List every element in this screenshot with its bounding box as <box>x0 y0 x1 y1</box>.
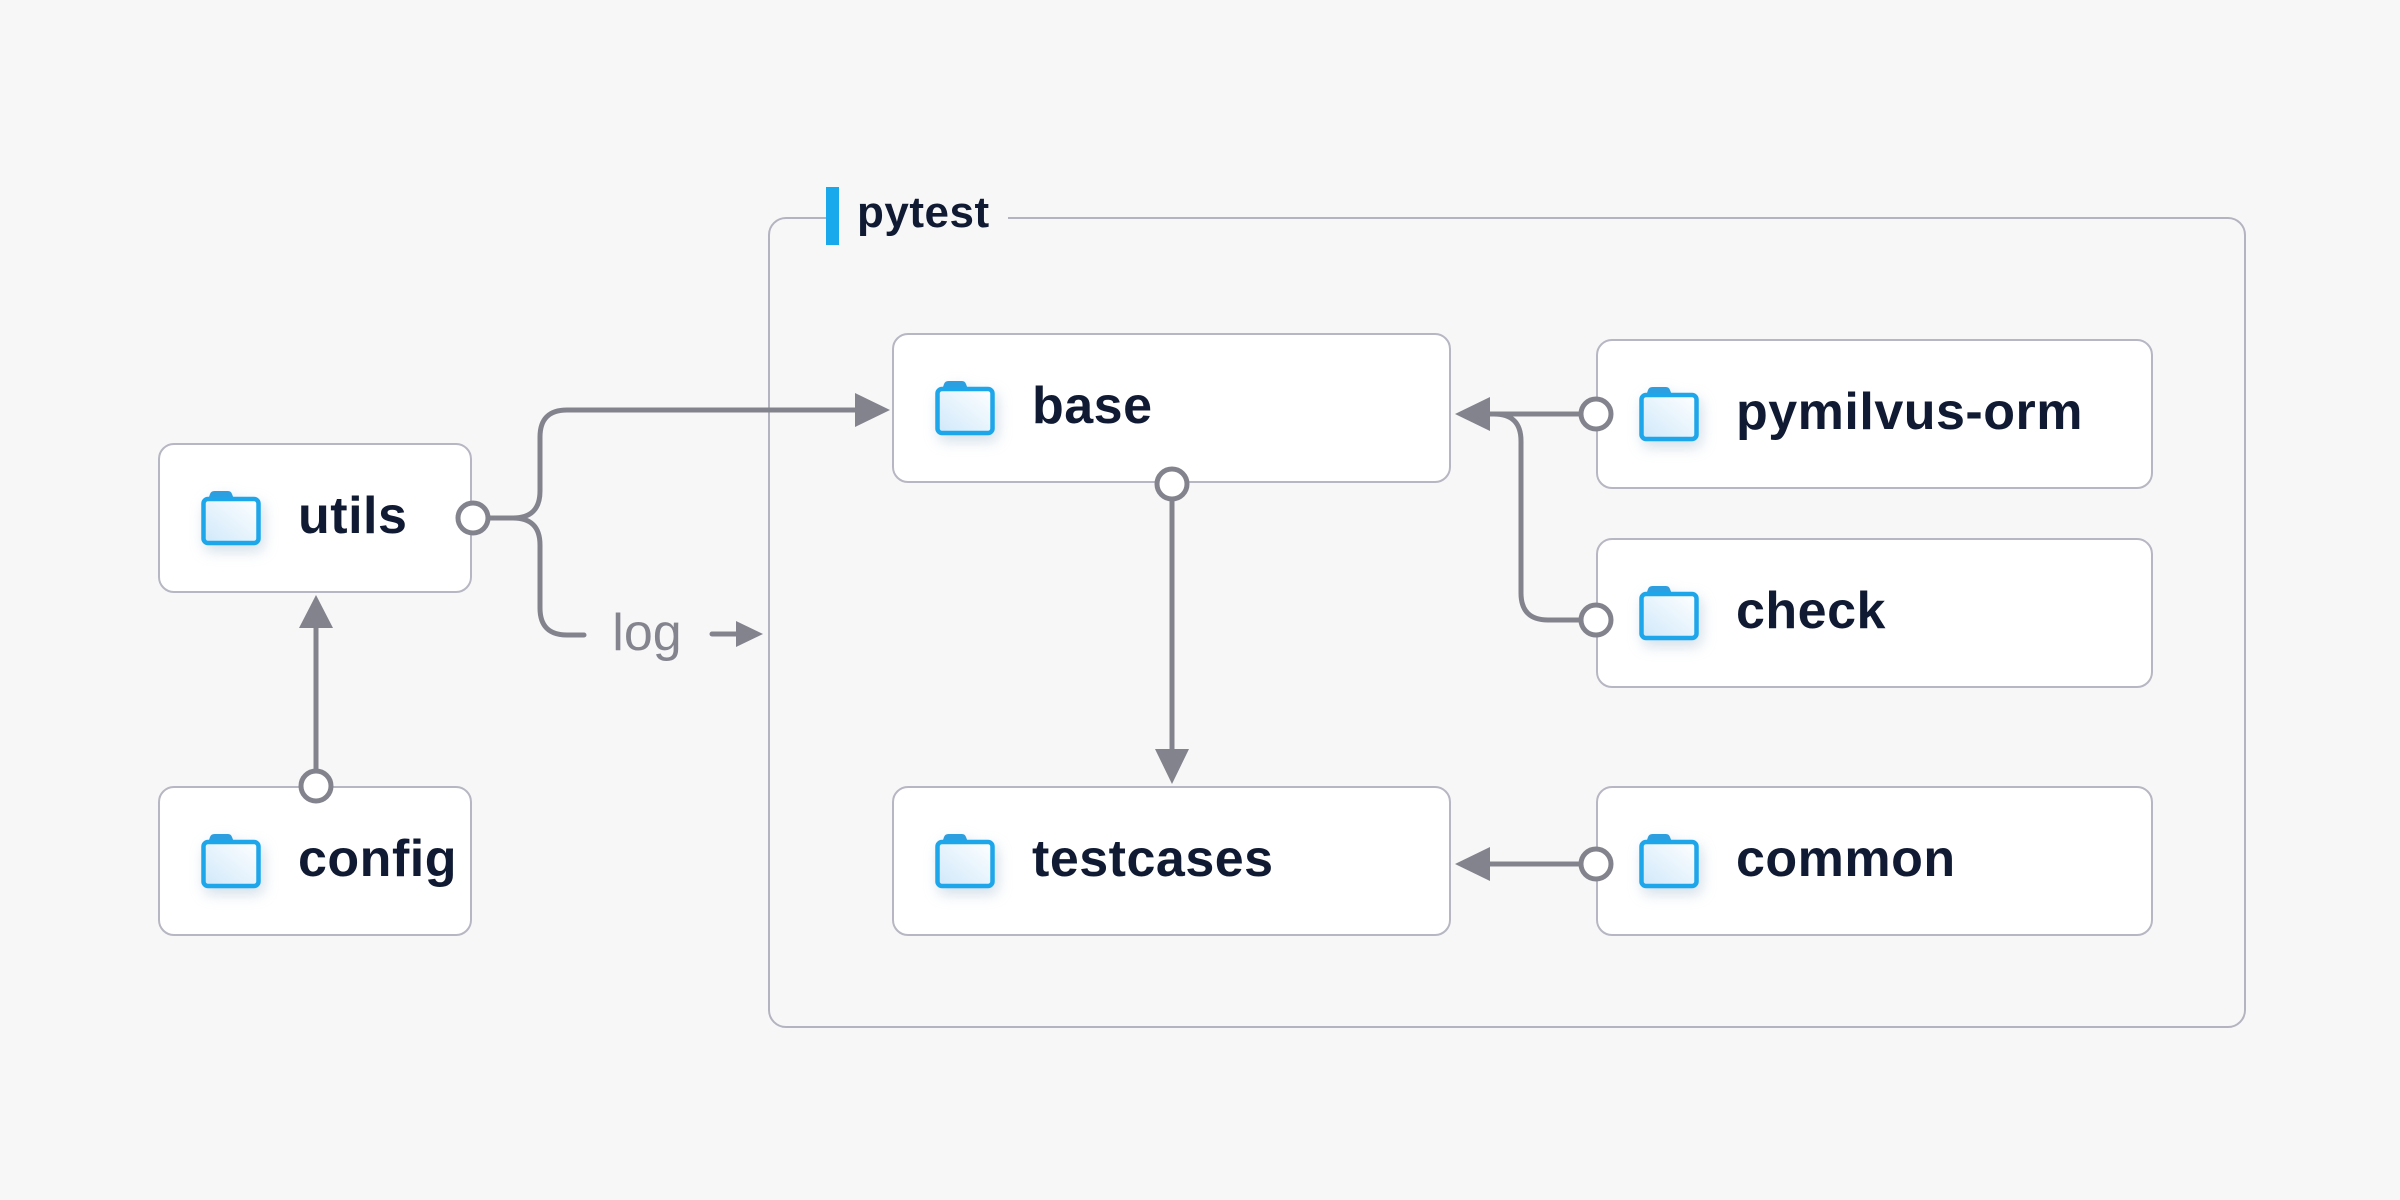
folder-icon <box>935 381 995 436</box>
node-utils: utils <box>158 443 472 593</box>
arrowhead-log <box>736 621 763 647</box>
folder-icon <box>1639 586 1699 641</box>
node-label: check <box>1736 582 1886 640</box>
node-label: base <box>1032 377 1153 435</box>
folder-icon <box>201 834 261 889</box>
pytest-group-title: pytest <box>857 188 990 237</box>
folder-icon <box>1639 834 1699 889</box>
edge-label-log: log <box>612 604 682 662</box>
folder-icon <box>935 834 995 889</box>
node-pymilvus-orm: pymilvus-orm <box>1596 339 2153 489</box>
node-testcases: testcases <box>892 786 1451 936</box>
pytest-group-label: pytest <box>826 186 1008 246</box>
node-check: check <box>1596 538 2153 688</box>
arrowhead-into-utils <box>299 595 333 628</box>
node-label: utils <box>298 487 408 545</box>
node-label: config <box>298 830 457 888</box>
node-base: base <box>892 333 1451 483</box>
pytest-group-box <box>768 217 2246 1028</box>
folder-icon <box>1639 387 1699 442</box>
folder-icon <box>201 491 261 546</box>
node-common: common <box>1596 786 2153 936</box>
accent-bar <box>826 187 839 245</box>
node-label: common <box>1736 830 1956 888</box>
node-label: pymilvus-orm <box>1736 383 2083 441</box>
node-config: config <box>158 786 472 936</box>
edge-utils-log <box>510 515 587 638</box>
node-label: testcases <box>1032 830 1274 888</box>
